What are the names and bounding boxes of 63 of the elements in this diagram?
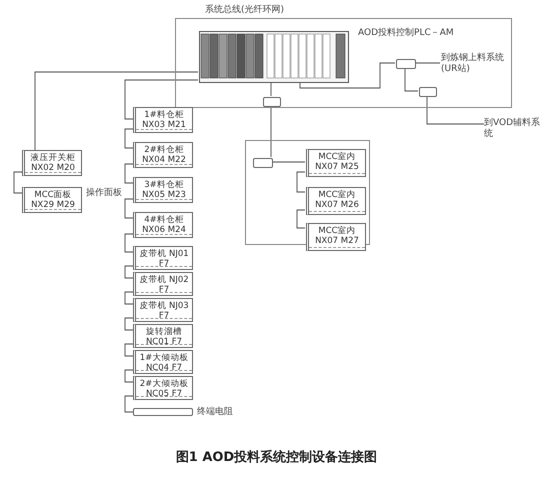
cabinet-label: 1#大倾动板 NC04 F7	[138, 353, 190, 373]
bus-cable	[124, 396, 134, 412]
cabinet-label: 1#料仓柜 NX03 M21	[141, 110, 187, 130]
bus-cable	[296, 210, 306, 228]
cabinet-box	[133, 177, 193, 203]
cabinet-box	[133, 376, 193, 400]
cabinet-box	[133, 298, 193, 322]
cabinet-box	[306, 223, 366, 251]
cabinet-box	[133, 212, 193, 238]
bus-cable	[270, 106, 272, 158]
bus-cable	[124, 292, 134, 304]
cabinet-label: 皮带机 NJ02 F7	[138, 275, 190, 295]
plc-rack-drawing	[199, 31, 349, 83]
cabinet-label: MCC室内 NX07 M26	[314, 190, 360, 210]
bus-cable	[124, 198, 134, 218]
side-note: 终端电阻	[197, 407, 233, 418]
module-box	[253, 158, 273, 168]
module-box	[396, 59, 416, 69]
bus-cable	[426, 96, 484, 124]
cabinet-box	[306, 187, 366, 215]
bus-cable	[124, 370, 134, 382]
cabinet-label: 旋转溜槽 NC01 F7	[144, 327, 184, 347]
cabinet-box	[133, 272, 193, 296]
destination-note: 到炼钢上料系统(UR站)	[441, 53, 505, 75]
cabinet-label: 2#大倾动板 NC05 F7	[138, 379, 190, 399]
plc-panel-frame	[175, 18, 512, 108]
module-box	[263, 97, 281, 107]
bus-cable	[414, 62, 440, 64]
bus-cable	[34, 72, 198, 150]
side-note: 操作面板	[86, 188, 122, 199]
bus-cable	[124, 318, 134, 330]
cabinet-label: MCC室内 NX07 M27	[314, 226, 360, 246]
cabinet-label: 4#料仓柜 NX06 M24	[141, 215, 187, 235]
bus-cable	[124, 234, 134, 252]
cabinet-label: MCC面板 NX29 M29	[30, 190, 76, 210]
bus-cable	[300, 62, 396, 88]
bus-cable	[404, 68, 418, 92]
cabinet-box	[133, 142, 193, 168]
bus-cable	[296, 172, 306, 192]
cabinet-label: 2#料仓柜 NX04 M22	[141, 145, 187, 165]
panel-title: AOD投料控制PLC－AM	[358, 26, 454, 39]
cabinet-label: 皮带机 NJ03 F7	[138, 301, 190, 321]
cabinet-box	[133, 324, 193, 348]
cabinet-label: 3#料仓柜 NX05 M23	[141, 180, 187, 200]
bus-cable	[124, 80, 198, 120]
figure-caption: 图1 AOD投料系统控制设备连接图	[174, 448, 378, 466]
cabinet-box	[22, 150, 82, 176]
cabinet-box	[306, 149, 366, 177]
cabinet-label: 皮带机 NJ01 F7	[138, 249, 190, 269]
bus-label: 系统总线(光纤环网)	[205, 4, 284, 16]
destination-note: 到VOD辅料系统	[484, 118, 542, 140]
cabinet-box	[133, 350, 193, 374]
bus-cable	[124, 164, 134, 184]
cabinet-label: 液压开关柜 NX02 M20	[30, 153, 76, 173]
module-box	[419, 87, 437, 97]
cabinet-box	[133, 246, 193, 270]
bus-cable	[270, 82, 272, 96]
bus-cable	[14, 172, 22, 194]
bus-cable	[124, 128, 134, 148]
cabinet-label: MCC室内 NX07 M25	[314, 152, 360, 172]
cabinet-box	[133, 107, 193, 133]
bus-cable	[124, 266, 134, 278]
bus-cable	[124, 344, 134, 356]
